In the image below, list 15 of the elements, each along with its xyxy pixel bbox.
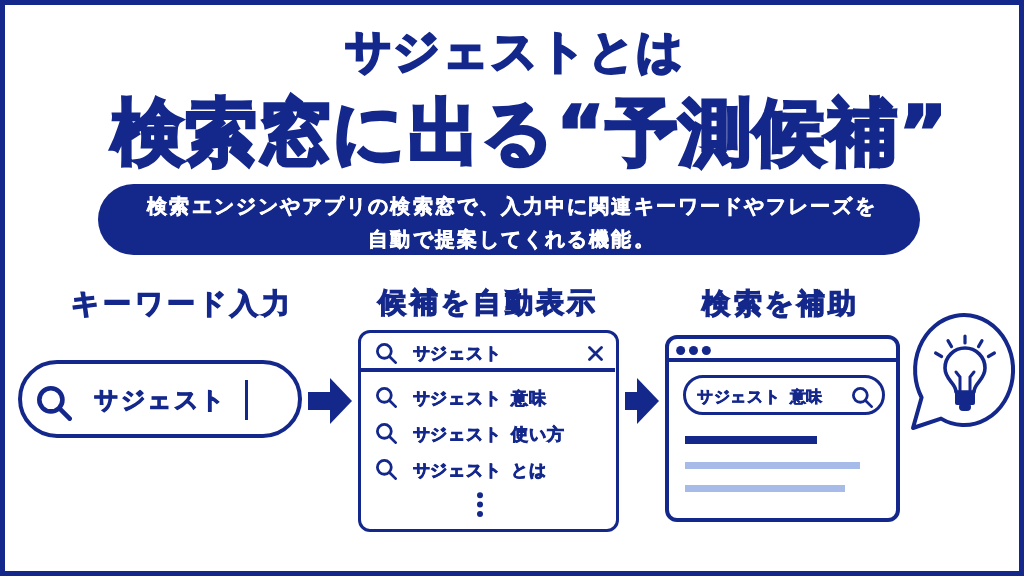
search-field xyxy=(683,375,885,415)
step-heading: 候補を自動表示 xyxy=(378,286,599,320)
step-heading: 検索を補助 xyxy=(702,286,860,321)
search-query-text: サジェスト xyxy=(412,341,502,365)
arrow xyxy=(625,378,659,424)
headline: 検索窓に出る“予測候補” xyxy=(111,90,949,174)
suggestion-text: サジェスト とは xyxy=(412,458,547,482)
arrow xyxy=(308,378,352,424)
step-heading: キーワード入力 xyxy=(70,286,294,321)
description-text: 検索エンジンやアプリの検索窓で、入力中に関連キーワードやフレーズを自動で提案してくれる機能。 xyxy=(145,194,878,253)
title: サジェストとは xyxy=(344,23,686,80)
search-query-text: サジェスト 意味 xyxy=(697,387,823,408)
suggestion-text: サジェスト 使い方 xyxy=(412,422,565,446)
suggestion-text: サジェスト 意味 xyxy=(412,386,547,410)
search-query-text: サジェスト xyxy=(94,385,227,415)
